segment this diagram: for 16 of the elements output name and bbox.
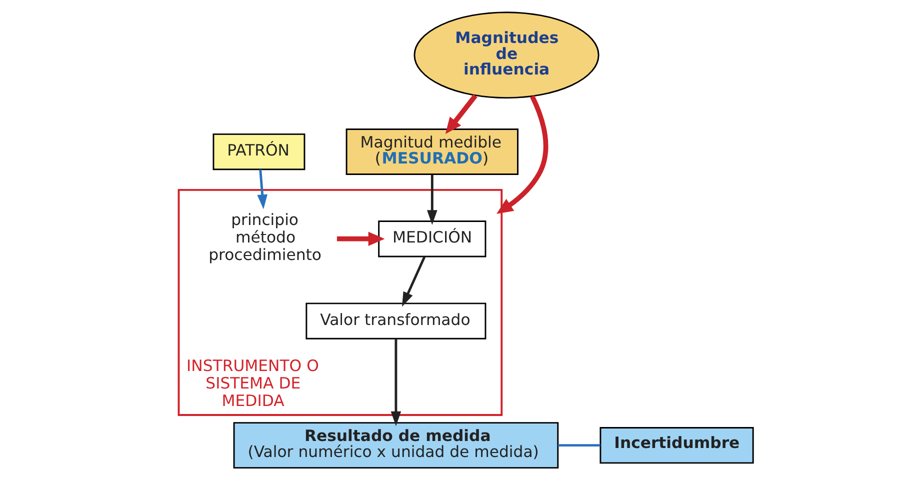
arrow <box>401 256 426 307</box>
arrow <box>390 338 401 426</box>
arrow <box>496 95 548 214</box>
node-box: Resultado de medida (Valor numérico x unidad de medida) <box>232 422 558 469</box>
connector <box>558 444 600 447</box>
node-text: principio método procedimiento <box>208 210 321 264</box>
node-box: MEDICIÓN <box>378 220 486 258</box>
node-box: Valor transformado <box>305 302 486 340</box>
node-box: Incertidumbre <box>599 426 754 464</box>
arrow <box>256 169 267 210</box>
node-ellipse: Magnitudes de influencia <box>413 12 599 99</box>
arrow <box>336 232 384 246</box>
node-box: Magnitud medible (MESURADO) <box>345 128 518 176</box>
arrow <box>444 94 477 134</box>
node-box: PATRÓN <box>212 133 305 170</box>
arrow <box>426 174 437 225</box>
